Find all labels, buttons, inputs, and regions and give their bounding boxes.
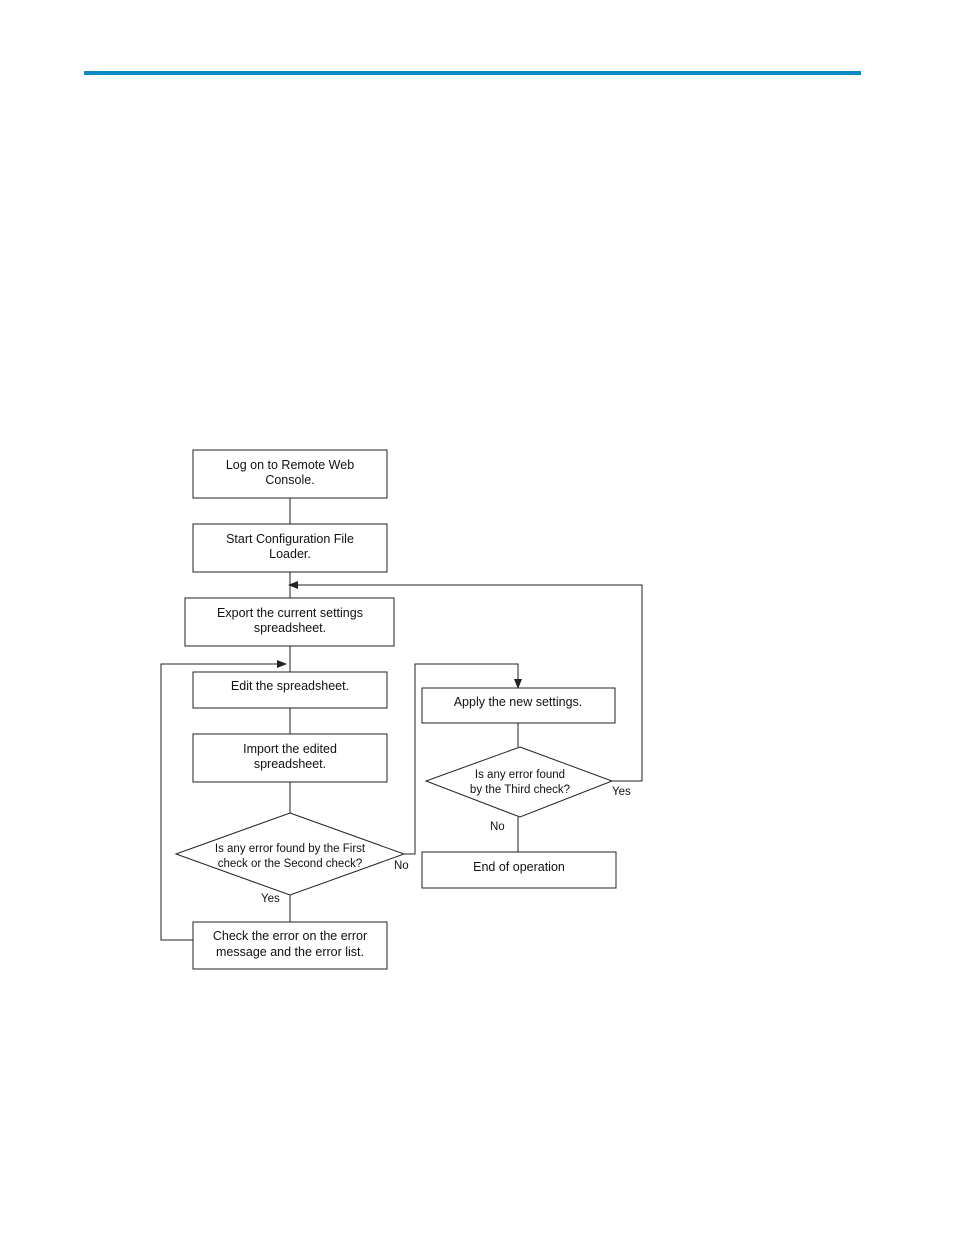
node-import-line-2: spreadsheet. [254,757,326,771]
node-check-error-line-2: message and the error list. [216,945,364,959]
node-decision-third: Is any error found by the Third check? [424,746,614,818]
edge-decision-no-to-apply [404,663,522,855]
node-check-error: Check the error on the error message and… [192,921,388,970]
node-export-line-2: spreadsheet. [254,621,326,635]
node-decision-first-second-line-2: check or the Second check? [218,858,362,870]
node-import-line-1: Import the edited [243,742,337,756]
node-export: Export the current settings spreadsheet. [184,597,395,647]
node-logon-line-1: Log on to Remote Web [226,458,354,472]
edge-third-yes-loop-back [288,581,643,782]
edge-label-third-no: No [490,821,505,833]
node-start-loader-line-1: Start Configuration File [226,532,354,546]
node-edit: Edit the spreadsheet. [192,671,388,709]
node-logon: Log on to Remote Web Console. [192,449,388,499]
node-import: Import the edited spreadsheet. [192,733,388,783]
node-decision-first-second-line-1: Is any error found by the First [215,843,366,855]
node-decision-third-line-1: Is any error found [475,769,565,781]
node-decision-third-line-2: by the Third check? [470,784,570,796]
node-edit-line-1: Edit the spreadsheet. [231,679,349,693]
edge-label-first-second-yes: Yes [261,893,280,905]
node-end-line-1: End of operation [473,860,565,874]
header-rule [84,71,861,75]
node-start-loader: Start Configuration File Loader. [192,523,388,573]
node-apply: Apply the new settings. [421,687,616,724]
node-apply-line-1: Apply the new settings. [454,695,583,709]
node-logon-line-2: Console. [265,473,314,487]
node-decision-first-second: Is any error found by the First check or… [174,812,406,896]
node-start-loader-line-2: Loader. [269,547,311,561]
node-export-line-1: Export the current settings [217,606,363,620]
edge-check-error-loop-back [160,660,287,941]
edge-label-first-second-no: No [394,860,409,872]
node-end: End of operation [421,851,617,889]
edge-label-third-yes: Yes [612,786,631,798]
node-check-error-line-1: Check the error on the error [213,929,367,943]
